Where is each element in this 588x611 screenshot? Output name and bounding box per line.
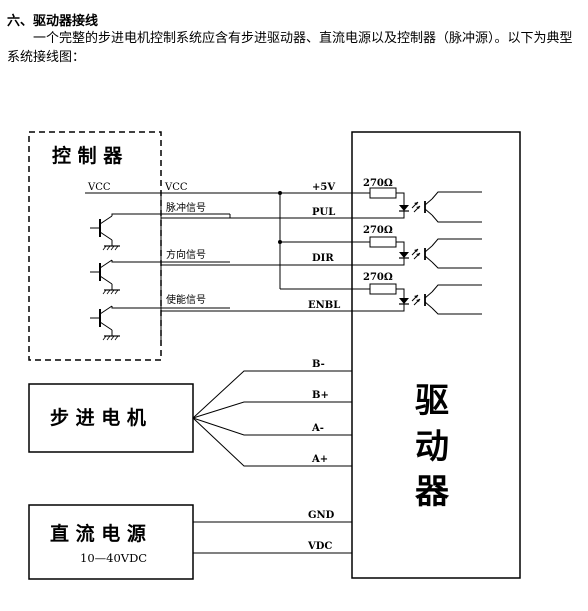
transistor-dir xyxy=(89,259,121,295)
transistor-pulse xyxy=(89,215,121,251)
resistor-label-2: 270Ω xyxy=(363,225,393,236)
transistor-enable xyxy=(89,305,121,341)
pin-a-plus: A+ xyxy=(311,454,328,465)
power-range: 10—40VDC xyxy=(80,551,147,565)
signal-label-pulse: 脉冲信号 xyxy=(166,201,206,214)
controller-title: 控 制 器 xyxy=(52,144,123,167)
signal-label-dir: 方向信号 xyxy=(166,248,206,261)
motor-title: 步 进 电 机 xyxy=(50,406,146,429)
pin-gnd: GND xyxy=(308,510,335,521)
pin-a-minus: A- xyxy=(311,423,324,434)
pin-enbl: ENBL xyxy=(308,300,340,311)
driver-box xyxy=(351,131,521,579)
motor-wires xyxy=(192,370,352,467)
signal-label-enable: 使能信号 xyxy=(166,293,206,306)
driver-title-2: 动 xyxy=(415,427,449,467)
driver-title-1: 驱 xyxy=(415,381,449,421)
pin-vdc: VDC xyxy=(307,541,332,552)
intro-paragraph: 一个完整的步进电机控制系统应含有步进驱动器、直流电源以及控制器（脉冲源）。以下为… xyxy=(7,31,573,65)
power-box xyxy=(28,504,194,580)
controller-vcc-left: VCC xyxy=(87,182,111,193)
pin-dir: DIR xyxy=(312,253,334,264)
opto-channel-pul xyxy=(352,187,482,223)
opto-channel-enbl xyxy=(352,283,482,315)
pin-b-minus: B- xyxy=(312,359,325,370)
resistor-label-1: 270Ω xyxy=(363,178,393,189)
driver-title-3: 器 xyxy=(415,472,450,512)
pin-pul: PUL xyxy=(312,207,335,218)
resistor-label-3: 270Ω xyxy=(363,272,393,283)
opto-channel-dir xyxy=(352,236,482,269)
section-heading: 六、驱动器接线 xyxy=(7,14,99,29)
pin-b-plus: B+ xyxy=(312,390,329,401)
power-title: 直 流 电 源 xyxy=(50,522,146,545)
pin-5v: +5V xyxy=(312,182,335,193)
controller-vcc-right: VCC xyxy=(164,182,188,193)
